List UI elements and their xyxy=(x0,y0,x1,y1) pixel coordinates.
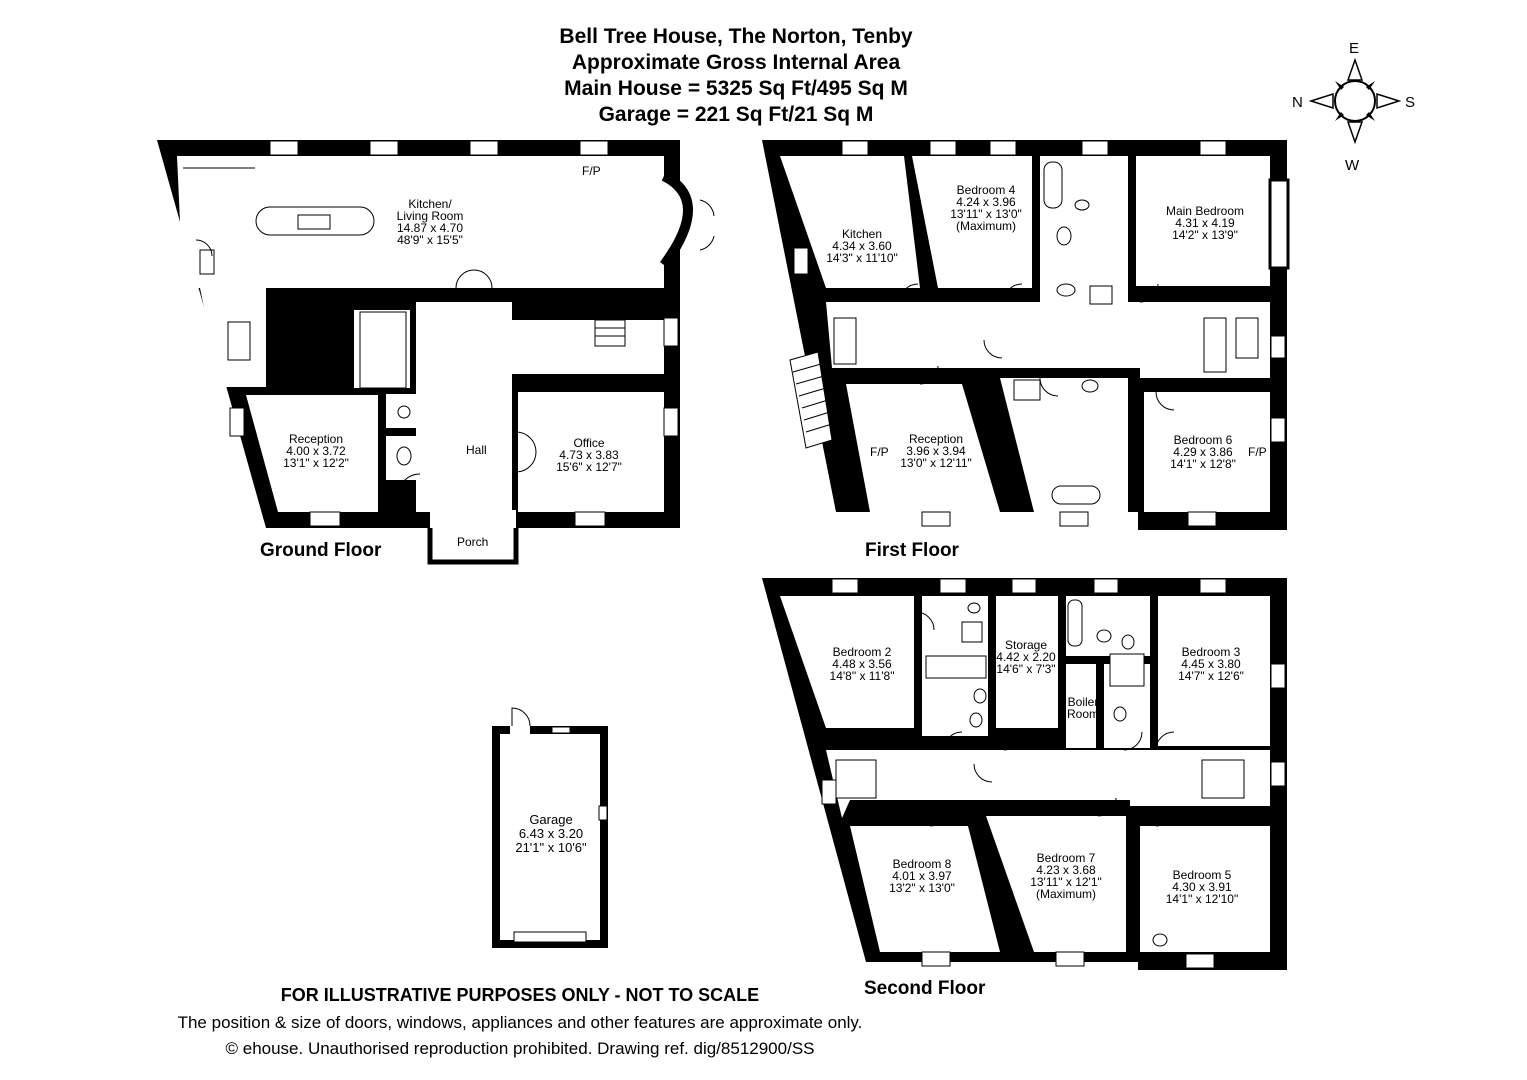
ff-reception-metric: 3.96 x 3.94 xyxy=(906,444,966,458)
garage-imperial: 21'1" x 10'6" xyxy=(515,840,587,855)
compass-icon: E N S W xyxy=(1292,40,1415,174)
ff-kitchen-imperial: 14'3" x 11'10" xyxy=(826,251,898,265)
ff-bedroom6-label: Bedroom 6 xyxy=(1174,433,1233,447)
garage-plan xyxy=(492,707,608,948)
sf-bedroom8-imperial: 13'2" x 13'0" xyxy=(889,881,955,895)
disclaimer-heading: FOR ILLUSTRATIVE PURPOSES ONLY - NOT TO … xyxy=(280,985,760,1005)
ff-main-bedroom-imperial: 14'2" x 13'9" xyxy=(1172,228,1238,242)
first-floor-title: First Floor xyxy=(865,540,960,561)
sf-bedroom5-imperial: 14'1" x 12'10" xyxy=(1166,892,1239,906)
area-heading: Approximate Gross Internal Area xyxy=(571,51,901,74)
compass-east: E xyxy=(1349,40,1359,57)
ff-bedroom6-imperial: 14'1" x 12'8" xyxy=(1170,457,1236,471)
gf-kitchen-metric: 14.87 x 4.70 xyxy=(397,221,463,235)
compass-south: S xyxy=(1405,94,1415,111)
gf-porch-label: Porch xyxy=(457,535,488,549)
ff-fireplace-left: F/P xyxy=(870,445,889,459)
plan-title: Bell Tree House, The Norton, Tenby xyxy=(559,25,913,48)
sf-bedroom2-metric: 4.48 x 3.56 xyxy=(832,657,892,671)
ff-kitchen-metric: 4.34 x 3.60 xyxy=(832,239,892,253)
ff-main-bedroom-metric: 4.31 x 4.19 xyxy=(1175,216,1235,230)
gf-hall-label: Hall xyxy=(466,443,487,457)
sf-storage-metric: 4.42 x 2.20 xyxy=(996,650,1056,664)
second-floor-title: Second Floor xyxy=(864,978,986,999)
garage-label: Garage xyxy=(529,812,572,827)
first-floor-plan xyxy=(762,140,1290,530)
copyright-text: © ehouse. Unauthorised reproduction proh… xyxy=(225,1039,815,1058)
ff-bedroom4-label: Bedroom 4 xyxy=(957,183,1016,197)
gf-office-label: Office xyxy=(573,436,604,450)
compass-west: W xyxy=(1345,157,1360,174)
sf-bedroom5-label: Bedroom 5 xyxy=(1173,868,1232,882)
gf-office-metric: 4.73 x 3.83 xyxy=(559,448,619,462)
compass-north: N xyxy=(1292,94,1303,111)
main-house-area: Main House = 5325 Sq Ft/495 Sq M xyxy=(564,77,908,100)
ground-floor-title: Ground Floor xyxy=(260,540,382,561)
sf-bedroom7-label: Bedroom 7 xyxy=(1037,851,1096,865)
gf-kitchen-label-2: Living Room xyxy=(397,209,464,223)
sf-bedroom3-label: Bedroom 3 xyxy=(1182,645,1241,659)
sf-bedroom7-metric: 4.23 x 3.68 xyxy=(1036,863,1096,877)
ff-bedroom4-note: (Maximum) xyxy=(956,219,1016,233)
ff-kitchen-label: Kitchen xyxy=(842,227,882,241)
ff-bedroom6-metric: 4.29 x 3.86 xyxy=(1173,445,1233,459)
gf-utility-label: Utility xyxy=(268,336,297,350)
sf-bedroom7-note: (Maximum) xyxy=(1036,887,1096,901)
gf-kitchen-label: Kitchen/ xyxy=(408,197,452,211)
sf-bedroom7-imperial: 13'11" x 12'1" xyxy=(1030,875,1102,889)
gf-reception-metric: 4.00 x 3.72 xyxy=(286,444,346,458)
gf-kitchen-imperial: 48'9" x 15'5" xyxy=(397,233,463,247)
sf-storage-label: Storage xyxy=(1005,638,1047,652)
sf-bedroom5-metric: 4.30 x 3.91 xyxy=(1172,880,1232,894)
ff-bedroom4-imperial: 13'11" x 13'0" xyxy=(950,207,1022,221)
gf-office-imperial: 15'6" x 12'7" xyxy=(556,460,622,474)
second-floor-plan xyxy=(762,578,1287,970)
ff-reception-label: Reception xyxy=(909,432,963,446)
gf-reception-label: Reception xyxy=(289,432,343,446)
sf-bedroom3-imperial: 14'7" x 12'6" xyxy=(1178,669,1244,683)
ground-floor-plan xyxy=(157,140,715,565)
sf-boiler-label-2: Room xyxy=(1067,707,1099,721)
sf-bedroom3-metric: 4.45 x 3.80 xyxy=(1181,657,1241,671)
sf-bedroom8-label: Bedroom 8 xyxy=(893,857,952,871)
sf-bedroom8-metric: 4.01 x 3.97 xyxy=(892,869,952,883)
gf-fireplace-label: F/P xyxy=(582,164,601,178)
gf-reception-imperial: 13'1" x 12'2" xyxy=(283,456,349,470)
disclaimer-text: The position & size of doors, windows, a… xyxy=(177,1013,863,1032)
ff-bedroom4-metric: 4.24 x 3.96 xyxy=(956,195,1016,209)
sf-bedroom2-imperial: 14'8" x 11'8" xyxy=(830,669,895,683)
sf-storage-imperial: 14'6" x 7'3" xyxy=(996,662,1055,676)
sf-boiler-label: Boiler xyxy=(1068,695,1099,709)
garage-area: Garage = 221 Sq Ft/21 Sq M xyxy=(598,103,874,126)
ff-main-bedroom-label: Main Bedroom xyxy=(1166,204,1244,218)
ff-reception-imperial: 13'0" x 12'11" xyxy=(900,456,972,470)
ff-fireplace-right: F/P xyxy=(1248,445,1267,459)
sf-bedroom2-label: Bedroom 2 xyxy=(833,645,892,659)
garage-metric: 6.43 x 3.20 xyxy=(519,826,583,841)
